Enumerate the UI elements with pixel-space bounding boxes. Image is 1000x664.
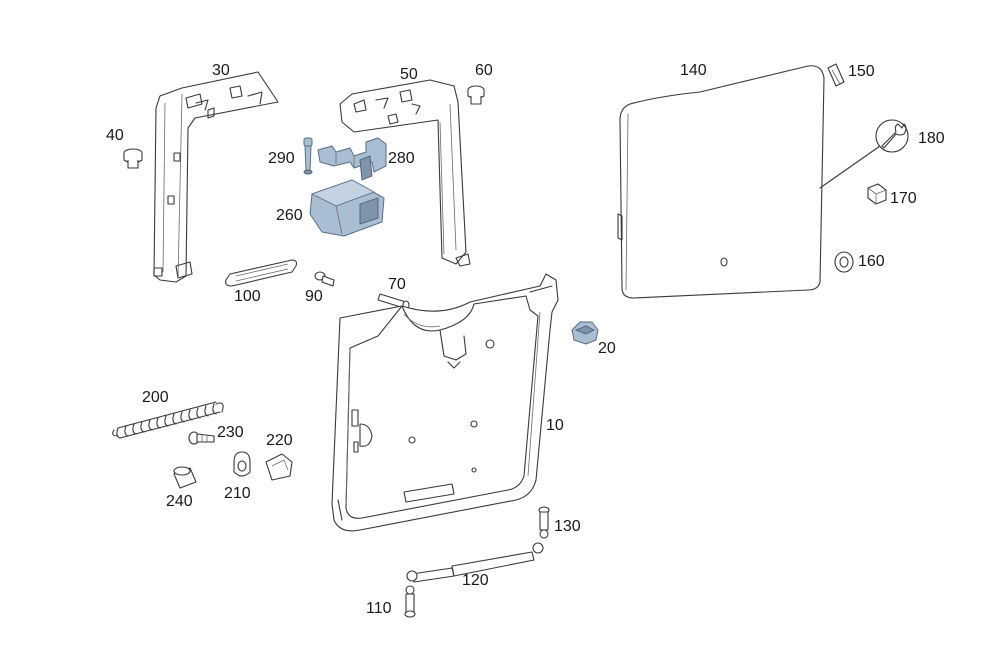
label-part-290: 290 [268, 150, 295, 167]
label-part-90: 90 [305, 288, 323, 305]
label-part-70: 70 [388, 276, 406, 293]
part-290-bolt[interactable] [303, 137, 313, 175]
part-140-window-glass[interactable] [617, 65, 825, 299]
label-part-60: 60 [475, 62, 493, 79]
part-220-clip-nut[interactable] [265, 453, 293, 481]
part-90-screw[interactable] [314, 271, 335, 287]
label-part-160: 160 [858, 253, 885, 270]
part-50-right-trim[interactable] [339, 79, 471, 267]
part-260-housing[interactable] [309, 179, 385, 237]
part-280-bracket[interactable] [317, 137, 387, 181]
label-part-40: 40 [106, 127, 124, 144]
part-40-clip[interactable] [123, 148, 143, 169]
label-part-230: 230 [217, 424, 244, 441]
part-160-washer[interactable] [834, 251, 854, 273]
label-part-20: 20 [598, 340, 616, 357]
part-170-spacer[interactable] [867, 183, 887, 205]
label-part-130: 130 [554, 518, 581, 535]
part-210-clamp[interactable] [233, 451, 251, 477]
part-20-grommet[interactable] [571, 321, 599, 345]
label-part-110: 110 [366, 600, 392, 617]
label-part-180: 180 [918, 130, 945, 147]
label-part-10: 10 [546, 417, 564, 434]
label-part-260: 260 [276, 207, 303, 224]
label-part-200: 200 [142, 389, 169, 406]
label-part-120: 120 [462, 572, 489, 589]
part-130-ball-stud[interactable] [538, 506, 550, 539]
part-200-spring[interactable] [112, 401, 224, 439]
label-part-240: 240 [166, 493, 193, 510]
label-part-100: 100 [234, 288, 261, 305]
label-part-280: 280 [388, 150, 415, 167]
part-230-bolt[interactable] [188, 431, 215, 445]
label-part-150: 150 [848, 63, 875, 80]
part-120-gas-strut[interactable] [406, 542, 544, 583]
label-part-30: 30 [212, 62, 230, 79]
label-part-210: 210 [224, 485, 251, 502]
part-240-sleeve[interactable] [173, 466, 197, 489]
part-100-handle[interactable] [225, 259, 298, 287]
label-part-170: 170 [890, 190, 917, 207]
part-30-left-trim[interactable] [153, 71, 279, 283]
part-10-door-panel[interactable] [331, 273, 559, 532]
part-150-pad[interactable] [827, 63, 845, 87]
label-part-220: 220 [266, 432, 293, 449]
part-110-ball-stud[interactable] [404, 585, 416, 618]
label-part-50: 50 [400, 66, 418, 83]
part-60-clip[interactable] [467, 85, 485, 105]
label-part-140: 140 [680, 62, 707, 79]
wrench-icon [819, 119, 909, 189]
